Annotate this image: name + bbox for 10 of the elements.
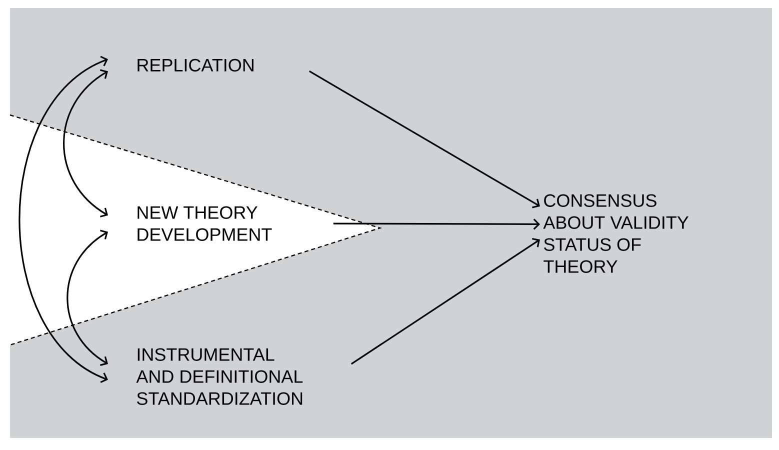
arrow <box>333 218 540 230</box>
node-label: INSTRUMENTAL AND DEFINITIONAL STANDARDIZATION <box>136 348 303 405</box>
arrow <box>350 238 540 365</box>
node-label: NEW THEORY DEVELOPMENT <box>138 206 272 241</box>
arrow <box>66 230 108 366</box>
arrow <box>309 70 540 208</box>
arrow <box>18 56 108 384</box>
node-label: CONSENSUS ABOUT VALIDITY STATUS OF THEORY <box>543 194 689 273</box>
node-label: REPLICATION <box>138 58 254 72</box>
arrow <box>63 69 108 218</box>
